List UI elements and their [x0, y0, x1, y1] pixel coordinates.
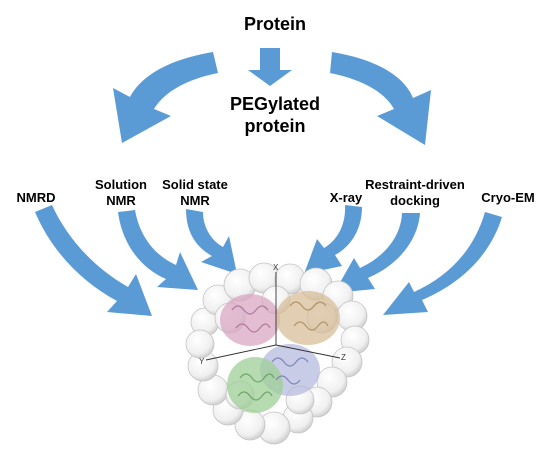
- method-label-restraint-driven-docking: Restraint-driven docking: [365, 177, 465, 208]
- axis-label-x: X: [273, 263, 279, 272]
- method-label-solution-nmr: Solution NMR: [95, 177, 147, 208]
- subunit-pink: [220, 294, 280, 346]
- top-arrows: [113, 48, 431, 145]
- coordinate-axes: [205, 272, 341, 361]
- method-label-nmrd: NMRD: [16, 190, 56, 205]
- axis-label-z: Z: [341, 353, 346, 362]
- helix-strands: [231, 301, 329, 401]
- protein-label: Protein: [243, 14, 306, 34]
- axis-label-y: Y: [199, 357, 205, 366]
- subunit-green: [227, 357, 283, 413]
- method-label-solid-state-nmr: Solid state NMR: [162, 177, 228, 208]
- center-down-arrow-icon: [248, 48, 292, 86]
- cryo-em-arrow-icon: [383, 212, 502, 315]
- nmrd-arrow-icon: [35, 205, 152, 316]
- protein-structure-icon: X Y Z: [185, 262, 370, 445]
- method-arrows: [35, 205, 502, 316]
- xray-arrow-icon: [304, 205, 362, 274]
- method-label-cryo-em: Cryo-EM: [481, 190, 535, 205]
- subunit-tan: [276, 291, 340, 345]
- docking-arrow-icon: [334, 213, 420, 293]
- method-label-xray: X-ray: [329, 190, 363, 205]
- left-curved-arrow-icon: [113, 52, 218, 143]
- solution-nmr-arrow-icon: [118, 210, 198, 290]
- right-curved-arrow-icon: [330, 52, 431, 145]
- solid-state-nmr-arrow-icon: [186, 209, 237, 274]
- pegylated-protein-label: PEGylated protein: [229, 94, 321, 136]
